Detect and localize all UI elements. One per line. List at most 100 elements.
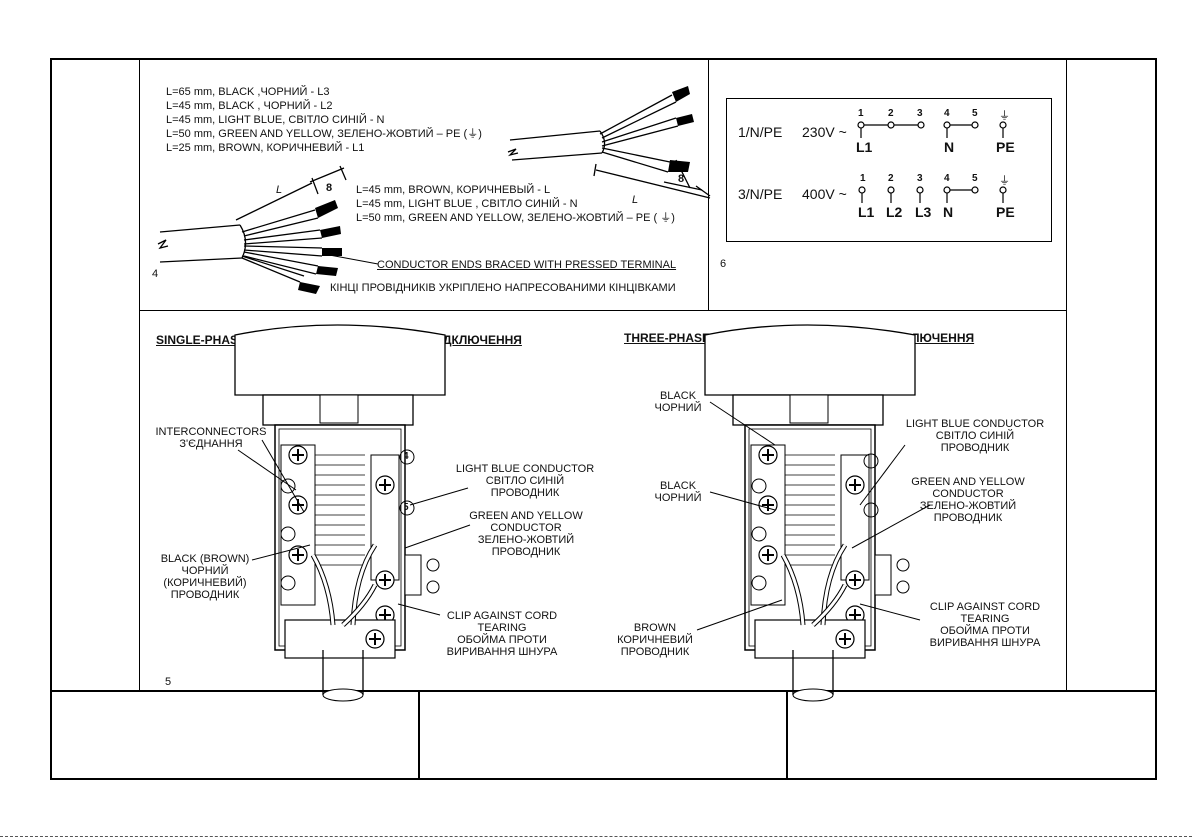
title-block-div2 — [786, 690, 788, 780]
label-line: КОРИЧНЕВИЙ — [617, 634, 693, 646]
fig6-r2-t4: 4 — [944, 173, 950, 184]
fig4-note-en: CONDUCTOR ENDS BRACED WITH PRESSED TERMI… — [377, 259, 677, 271]
fig6-row1-voltage: 230V ~ — [802, 124, 847, 140]
label-line: ВИРИВАННЯ ШНУРА — [929, 637, 1041, 649]
fig6-r2-label-l3: L3 — [915, 204, 932, 220]
fig4-spec-line: L=45 mm, LIGHT BLUE , СВІТЛО СИНІЙ - N — [356, 198, 578, 210]
label-line: TEARING — [477, 622, 527, 634]
fig4-spec-line: L=45 mm, LIGHT BLUE, СВІТЛО СИНІЙ - N — [166, 114, 385, 126]
sp-black-brown-label: BLACK (BROWN) ЧОРНИЙ (КОРИЧНЕВИЙ) ПРОВОД… — [150, 553, 260, 601]
label-line: ПРОВОДНИК — [933, 512, 1003, 524]
fig4-spec-line: L=50 mm, GREEN AND YELLOW, ЗЕЛЕНО-ЖОВТИЙ… — [356, 212, 675, 224]
label-line: ПРОВОДНИК — [940, 442, 1010, 454]
sp-light-blue-label: LIGHT BLUE CONDUCTOR СВІТЛО СИНІЙ ПРОВОД… — [450, 463, 600, 499]
title-block-top — [50, 690, 1157, 692]
sp-interconnectors-label: INTERCONNECTORS З'ЄДНАННЯ — [146, 426, 276, 450]
fig6-row1-mode: 1/N/PE — [738, 124, 783, 140]
label-line: ПРОВОДНИК — [491, 546, 561, 558]
tp-clip-label: CLIP AGAINST CORD TEARING ОБОЙМА ПРОТИ В… — [915, 601, 1055, 649]
label-line: ЗЕЛЕНО-ЖОВТИЙ — [477, 534, 575, 546]
label-line: TEARING — [960, 613, 1010, 625]
fig6-r1-t1: 1 — [858, 108, 864, 119]
label-line: BROWN — [633, 622, 677, 634]
label-line: CLIP AGAINST CORD — [446, 610, 558, 622]
label-line: CONDUCTOR — [932, 488, 1004, 500]
label-line: ПРОВОДНИК — [170, 589, 240, 601]
fig6-number: 6 — [720, 258, 727, 270]
fig4-spec-line: L=45 mm, BROWN, КОРИЧНЕВЫЙ - L — [356, 184, 551, 196]
fig4-spec-list-top: L=65 mm, BLACK ,ЧОРНИЙ - L3 L=45 mm, BLA… — [166, 85, 482, 155]
tp-light-blue-label: LIGHT BLUE CONDUCTOR СВІТЛО СИНІЙ ПРОВОД… — [900, 418, 1050, 454]
left-margin-line — [139, 60, 140, 690]
title-block-cell-1 — [52, 692, 418, 778]
label-line: BLACK — [659, 390, 697, 402]
fig4-note-ua: КІНЦІ ПРОВІДНИКІВ УКРІПЛЕНО НАПРЕСОВАНИМ… — [330, 282, 676, 294]
title-block-cell-2 — [420, 692, 786, 778]
label-line: INTERCONNECTORS — [155, 426, 267, 438]
fig6-r2-t1: 1 — [860, 173, 866, 184]
label-line: СВІТЛО СИНІЙ — [935, 430, 1015, 442]
fig6-r1-t6: ⏚ — [999, 110, 1010, 122]
sp-green-yellow-label: GREEN AND YELLOW CONDUCTOR ЗЕЛЕНО-ЖОВТИЙ… — [462, 510, 590, 558]
fig4-spec-line: L=25 mm, BROWN, КОРИЧНЕВИЙ - L1 — [166, 142, 365, 154]
fig6-r1-t4: 4 — [944, 108, 950, 119]
sp-terminal-5: 5 — [403, 502, 409, 513]
sp-clip-label: CLIP AGAINST CORD TEARING ОБОЙМА ПРОТИ В… — [432, 610, 572, 658]
fig6-r1-label-pe: PE — [996, 139, 1015, 155]
label-line: ВИРИВАННЯ ШНУРА — [446, 646, 558, 658]
fig6-row2-mode: 3/N/PE — [738, 186, 783, 202]
label-line: CONDUCTOR — [490, 522, 562, 534]
label-line: ЧОРНИЙ — [654, 402, 702, 414]
fig4-number: 4 — [152, 268, 159, 280]
fig4-dim-8-right: 8 — [678, 173, 685, 185]
fig6-r1-t5: 5 — [972, 108, 978, 119]
tp-black1-label: BLACK ЧОРНИЙ — [648, 390, 708, 414]
label-line: ЧОРНИЙ — [654, 492, 702, 504]
fig6-r1-t3: 3 — [917, 108, 923, 119]
label-line: GREEN AND YELLOW — [469, 510, 583, 522]
fig4-dim-l-right: L — [632, 194, 639, 206]
fig4-spec-list-mid: L=45 mm, BROWN, КОРИЧНЕВЫЙ - L L=45 mm, … — [356, 183, 675, 225]
label-line: ОБОЙМА ПРОТИ — [457, 634, 547, 646]
fig6-r2-label-n: N — [943, 204, 954, 220]
fig4-spec-line: L=65 mm, BLACK ,ЧОРНИЙ - L3 — [166, 86, 330, 98]
label-line: ОБОЙМА ПРОТИ — [940, 625, 1030, 637]
title-block-div1 — [418, 690, 420, 780]
fig-divider — [708, 60, 709, 310]
cut-line — [0, 836, 1192, 837]
fig-row-divider — [139, 310, 1066, 311]
title-block-cell-3 — [788, 692, 1155, 778]
label-line: (КОРИЧНЕВИЙ) — [163, 577, 247, 589]
fig6-box — [726, 98, 1052, 242]
label-line: LIGHT BLUE CONDUCTOR — [455, 463, 595, 475]
fig4-dim-8-left: 8 — [326, 182, 333, 194]
fig6-r1-label-n: N — [944, 139, 955, 155]
fig4-dim-l-left: L — [276, 184, 283, 196]
fig6-r2-label-pe: PE — [996, 204, 1015, 220]
right-margin-line — [1066, 60, 1067, 690]
page-frame — [50, 58, 1157, 780]
fig6-r2-t5: 5 — [972, 173, 978, 184]
label-line: CLIP AGAINST CORD — [929, 601, 1041, 613]
fig5-number: 5 — [165, 676, 172, 688]
label-line: ЧОРНИЙ — [181, 565, 229, 577]
tp-black2-label: BLACK ЧОРНИЙ — [648, 480, 708, 504]
label-line: СВІТЛО СИНІЙ — [485, 475, 565, 487]
fig6-r2-t6: ⏚ — [999, 175, 1010, 187]
fig6-r1-label-l1: L1 — [856, 139, 873, 155]
fig4-spec-line: L=45 mm, BLACK , ЧОРНИЙ - L2 — [166, 100, 333, 112]
fig6-r2-label-l2: L2 — [886, 204, 903, 220]
label-line: LIGHT BLUE CONDUCTOR — [905, 418, 1045, 430]
label-line: ПРОВОДНИК — [620, 646, 690, 658]
label-line: ПРОВОДНИК — [490, 487, 560, 499]
tp-brown-label: BROWN КОРИЧНЕВИЙ ПРОВОДНИК — [612, 622, 698, 658]
tp-green-yellow-label: GREEN AND YELLOW CONDUCTOR ЗЕЛЕНО-ЖОВТИЙ… — [904, 476, 1032, 524]
sp-terminal-4: 4 — [403, 451, 409, 462]
fig6-row2-voltage: 400V ~ — [802, 186, 847, 202]
label-line: З'ЄДНАННЯ — [179, 438, 243, 450]
fig6-r2-label-l1: L1 — [858, 204, 875, 220]
label-line: GREEN AND YELLOW — [911, 476, 1025, 488]
